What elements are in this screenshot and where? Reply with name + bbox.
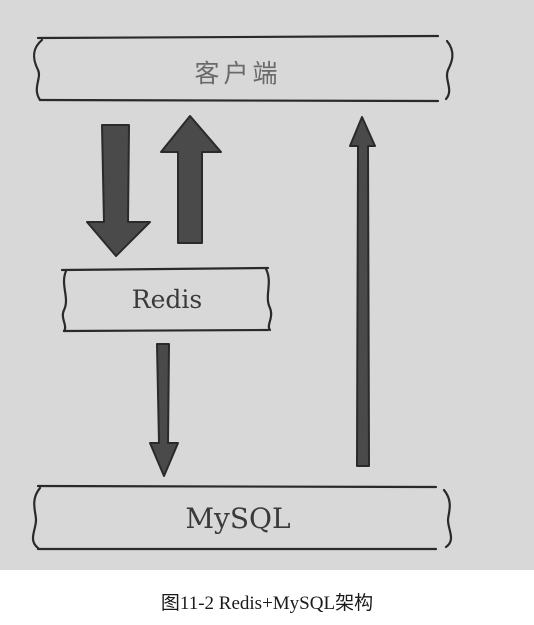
redis-label: Redis <box>131 285 203 314</box>
client-label: 客户端 <box>194 59 282 88</box>
arrow-redis-to-client <box>160 115 222 244</box>
mysql-label: MySQL <box>185 502 291 535</box>
client-box <box>32 34 454 103</box>
diagram-figure: 客户端 Redis MySQL <box>0 0 534 570</box>
redis-box <box>60 266 273 333</box>
arrow-redis-to-mysql <box>149 343 179 477</box>
arrow-client-to-redis <box>86 124 151 257</box>
figure-caption: 图11-2 Redis+MySQL架构 <box>160 593 374 614</box>
arrow-mysql-to-client <box>349 116 376 467</box>
mysql-box <box>31 484 453 551</box>
diagram-canvas <box>31 34 454 551</box>
